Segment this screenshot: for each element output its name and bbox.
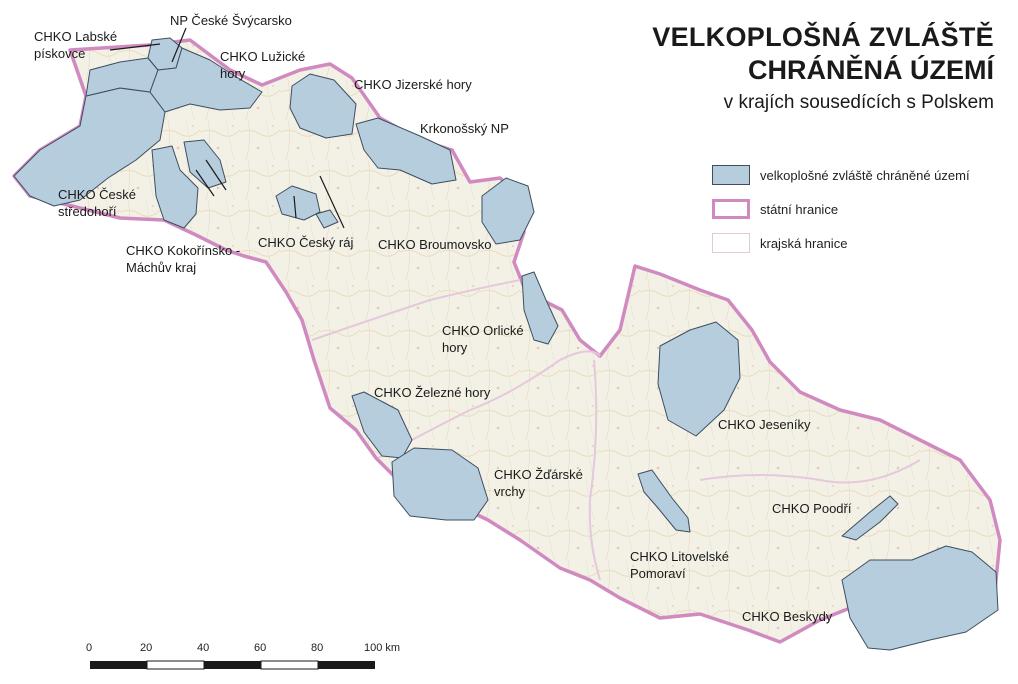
label-luzicke-hory: CHKO Lužické hory [220,48,305,82]
area-litovelske-pomoravi[interactable] [637,469,691,533]
label-poodri: CHKO Poodří [772,501,852,516]
scale-tick-80: 80 [311,642,324,654]
label-jizerske-hory: CHKO Jizerské hory [354,77,472,92]
label-orlicke-hory: CHKO Orlické hory [442,322,524,356]
scale-tick-0: 0 [86,642,93,654]
label-zdarske-line2: vrchy [494,484,526,499]
label-krkonossky-np: Krkonošský NP [420,121,509,136]
area-cesky-raj-2[interactable] [315,209,339,229]
scale-tick-20: 20 [140,642,153,654]
area-jizerske-hory[interactable] [289,73,357,139]
label-orlicke-line2: hory [442,340,468,355]
legend-item-protected-area: velkoplošné zvláště chráněné území [712,158,970,192]
legend-swatch-protected [712,165,750,185]
region-borders [311,279,921,581]
label-leader-lines [109,27,345,229]
label-luzicke-line2: hory [220,66,246,81]
label-zelezne-hory: CHKO Železné hory [374,385,491,400]
map-title-line1: VELKOPLOŠNÁ ZVLÁŠTĚ [652,22,994,52]
label-kokorinsko-line2: Máchův kraj [126,260,197,275]
area-cesky-raj[interactable] [275,185,321,221]
area-zdarske-vrchy[interactable] [391,447,489,521]
scale-tick-60: 60 [254,642,267,654]
scale-tick-100: 100 km [364,642,401,654]
area-orlicke-hory[interactable] [521,271,559,345]
protected-areas [13,37,999,651]
scale-tick-40: 40 [197,642,210,654]
area-zelezne-hory[interactable] [351,391,413,459]
label-zdarske-line1: CHKO Žďárské [494,467,583,482]
area-ceske-stredohori[interactable] [13,87,166,207]
legend-label-state-border: státní hranice [760,201,839,217]
label-labske-line1: CHKO Labské [34,29,118,44]
map-legend: velkoplošné zvláště chráněné území státn… [712,158,970,260]
map-subtitle: v krajích sousedících s Polskem [723,92,994,113]
label-kokorinsko-line1: CHKO Kokořínsko - [126,243,241,258]
label-broumovsko: CHKO Broumovsko [378,237,492,252]
label-beskydy: CHKO Beskydy [742,609,833,624]
area-broumovsko[interactable] [481,177,535,245]
legend-swatch-region-border [712,233,750,253]
area-beskydy[interactable] [841,545,999,651]
region-landmass [12,38,1002,644]
label-np-ceske-svycarsko: NP České Švýcarsko [170,13,292,28]
label-zdarske-vrchy: CHKO Žďárské vrchy [494,466,583,500]
legend-swatch-state-border [712,199,750,219]
label-kokorinsko: CHKO Kokořínsko - Máchův kraj [126,242,240,276]
area-luzicke-hory[interactable] [149,47,263,113]
label-ceske-stredohori: CHKO České středohoří [58,186,136,220]
label-luzicke-line1: CHKO Lužické [220,49,306,64]
label-stredohori-line1: CHKO České [58,187,137,202]
label-labske-piskovce: CHKO Labské pískovce [34,28,117,62]
area-krkonossky-np[interactable] [355,117,457,185]
legend-label-region-border: krajská hranice [760,235,848,251]
legend-item-region-border: krajská hranice [712,226,970,260]
label-litovelske-line2: Pomoraví [630,566,686,581]
label-jeseniky: CHKO Jeseníky [718,417,811,432]
label-litovelske-pomoravi: CHKO Litovelské Pomoraví [630,548,729,582]
label-orlicke-line1: CHKO Orlické [442,323,524,338]
label-cesky-raj: CHKO Český ráj [258,235,354,250]
scale-bar [90,660,375,670]
area-kokorinsko-2[interactable] [183,139,227,189]
label-labske-line2: pískovce [34,46,86,61]
area-kokorinsko[interactable] [151,145,199,229]
map-title-line2: CHRÁNĚNÁ ÚZEMÍ [748,55,994,85]
legend-label-protected: velkoplošné zvláště chráněné území [760,167,970,183]
label-stredohori-line2: středohoří [58,204,117,219]
area-jeseniky[interactable] [657,321,741,437]
legend-item-state-border: státní hranice [712,192,970,226]
label-litovelske-line1: CHKO Litovelské [630,549,729,564]
area-poodri[interactable] [841,495,899,541]
